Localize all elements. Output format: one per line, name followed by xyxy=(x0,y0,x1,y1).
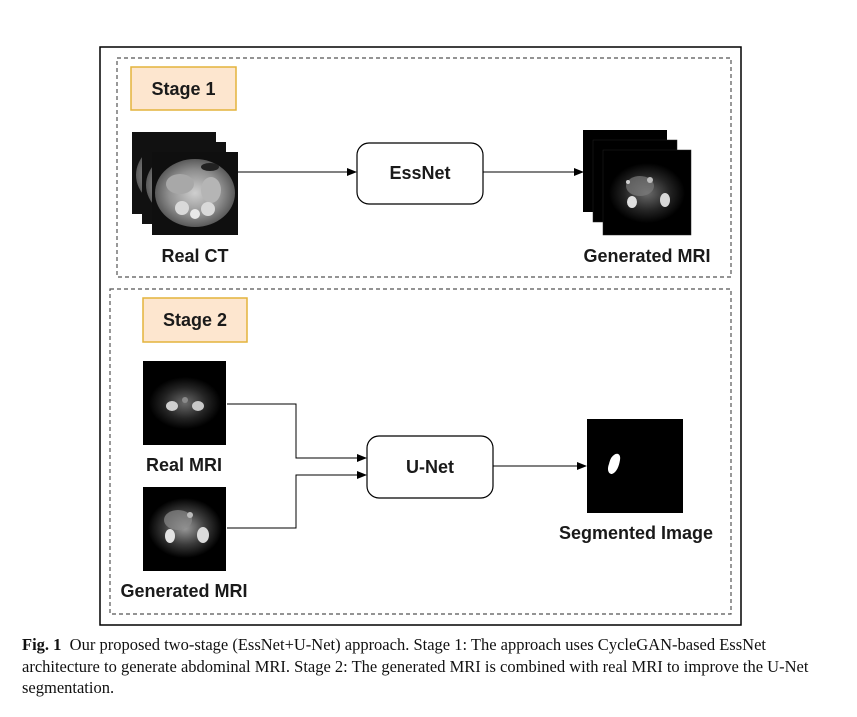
real-ct-label: Real CT xyxy=(161,246,228,266)
real-mri-image xyxy=(143,361,226,445)
approach-diagram: Stage 1 Stage 2 Real CT EssNe xyxy=(99,46,742,626)
stage2-label: Stage 2 xyxy=(163,310,227,330)
unet-label: U-Net xyxy=(406,457,454,477)
stage2-label-box: Stage 2 xyxy=(142,297,248,343)
generated-mri-image-stage2 xyxy=(143,487,226,571)
stage2-container xyxy=(109,288,732,615)
stage1-label-box: Stage 1 xyxy=(130,66,237,111)
generated-mri-label-stage1: Generated MRI xyxy=(583,246,710,266)
generated-mri-label-stage2: Generated MRI xyxy=(120,581,247,601)
unet-node: U-Net xyxy=(366,435,494,499)
stage1-container xyxy=(116,57,732,278)
figure-caption: Fig. 1 Our proposed two-stage (EssNet+U-… xyxy=(22,634,837,699)
essnet-label: EssNet xyxy=(389,163,450,183)
real-ct-image-stack xyxy=(132,132,238,235)
segmented-image-label: Segmented Image xyxy=(559,523,713,543)
real-mri-label: Real MRI xyxy=(146,455,222,475)
caption-prefix: Fig. 1 xyxy=(22,635,62,654)
segmented-image xyxy=(587,419,683,513)
essnet-node: EssNet xyxy=(356,142,484,205)
generated-mri-image-stack xyxy=(583,130,692,236)
stage1-label: Stage 1 xyxy=(151,79,215,99)
caption-text: Our proposed two-stage (EssNet+U-Net) ap… xyxy=(22,635,809,697)
arrow-generated-mri-to-unet xyxy=(227,471,367,529)
outer-frame xyxy=(99,46,742,626)
arrow-real-mri-to-unet xyxy=(227,403,367,462)
